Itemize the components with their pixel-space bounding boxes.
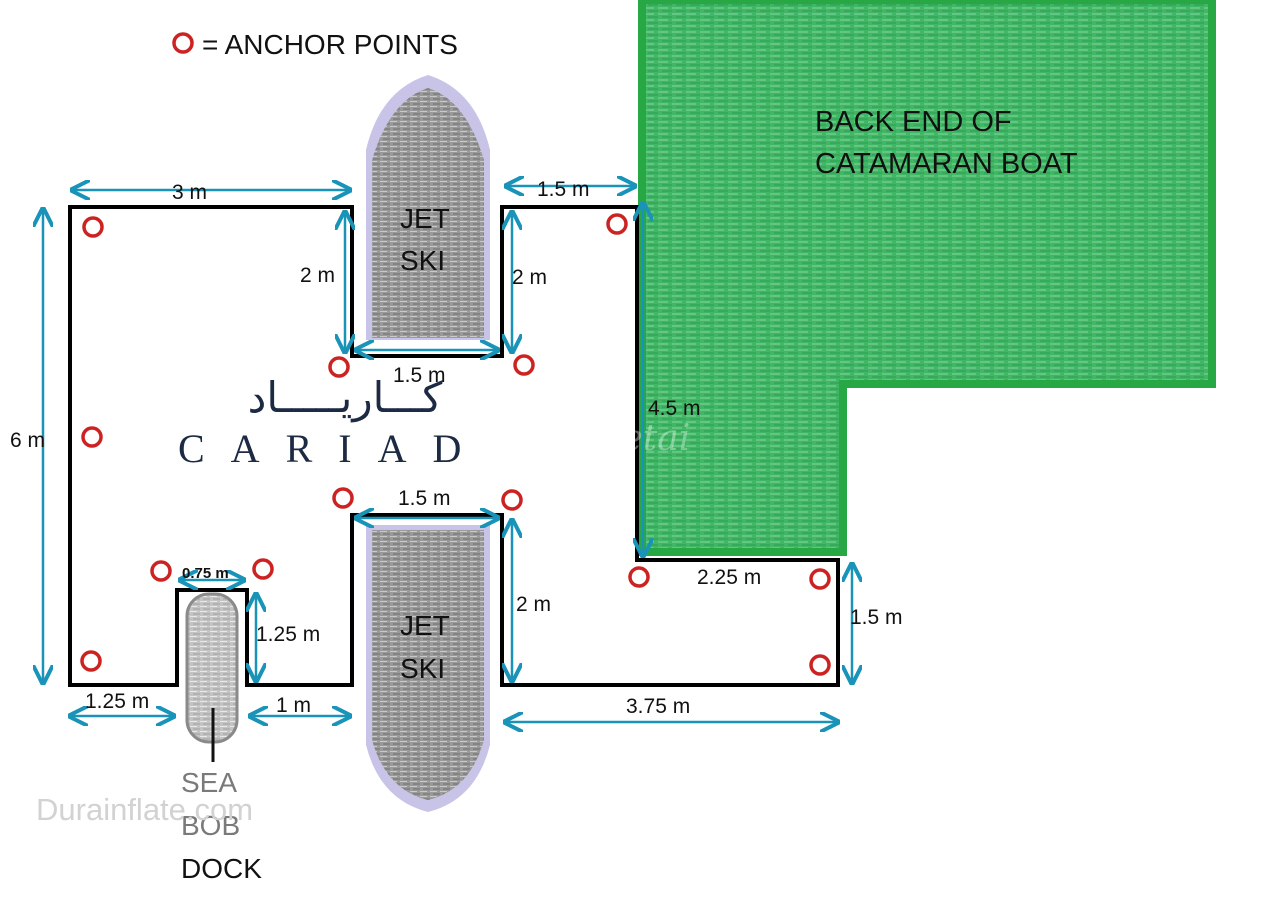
dim-top-mid-gap: 1.5 m bbox=[537, 178, 590, 201]
jetski-top-label-line2: SKI bbox=[400, 245, 445, 276]
jetski-top: JET SKI bbox=[366, 75, 490, 340]
dim-boat-edge-height: 4.5 m bbox=[648, 397, 701, 420]
dock-outline bbox=[68, 205, 840, 687]
cariad-brand: كـــاريـــــاد CARIAD bbox=[178, 373, 487, 471]
anchor-point bbox=[501, 489, 523, 511]
catamaran-boat: BACK END OF CATAMARAN BOAT bbox=[638, 0, 1216, 556]
seabob-label-line2: BOB bbox=[181, 810, 240, 841]
anchor-point bbox=[150, 560, 172, 582]
dim-lower-notch-height: 2 m bbox=[516, 593, 551, 616]
dim-bottom-left-width: 1.25 m bbox=[85, 690, 149, 713]
faint-watermark: Netai bbox=[589, 418, 690, 459]
anchor-point bbox=[513, 354, 535, 376]
dimension-labels: 3 m 1.5 m 6 m 2 m 2 m 1.5 m 4.5 m 1.5 m … bbox=[10, 178, 903, 718]
anchor-point bbox=[332, 487, 354, 509]
dim-bottom-mid-width: 1 m bbox=[276, 694, 311, 717]
brand-latin: CARIAD bbox=[178, 426, 487, 471]
anchor-point bbox=[252, 558, 274, 580]
seabob-label-line1: SEA bbox=[181, 767, 237, 798]
dim-bottom-right-width: 3.75 m bbox=[626, 695, 690, 718]
durainflate-watermark: Durainflate.com bbox=[36, 792, 253, 827]
brand-arabic: كـــاريـــــاد bbox=[248, 373, 443, 422]
legend-anchor-icon bbox=[172, 32, 194, 54]
jetski-top-label-line1: JET bbox=[400, 203, 450, 234]
dim-seabob-width: 0.75 m bbox=[182, 565, 229, 582]
seabob-dock: SEA BOB DOCK bbox=[181, 592, 262, 884]
legend-label: = ANCHOR POINTS bbox=[202, 29, 458, 60]
anchor-point bbox=[80, 650, 102, 672]
dim-top-left-width: 3 m bbox=[172, 181, 207, 204]
anchor-point bbox=[628, 566, 650, 588]
anchor-point bbox=[606, 213, 628, 235]
dim-right-step-height: 1.5 m bbox=[850, 606, 903, 629]
dim-left-height: 6 m bbox=[10, 429, 45, 452]
dim-notch-right-height: 2 m bbox=[512, 266, 547, 289]
anchor-point bbox=[809, 568, 831, 590]
dimension-arrows bbox=[43, 186, 852, 722]
dim-right-step-width: 2.25 m bbox=[697, 566, 761, 589]
boat-label-line2: CATAMARAN BOAT bbox=[815, 148, 1078, 180]
anchor-point bbox=[809, 654, 831, 676]
anchor-points bbox=[80, 213, 831, 676]
dim-lower-notch-width: 1.5 m bbox=[398, 487, 451, 510]
jetski-bottom-label-line2: SKI bbox=[400, 653, 445, 684]
boat-label-line1: BACK END OF bbox=[815, 106, 1012, 138]
jetski-bottom: JET SKI bbox=[366, 525, 490, 812]
dim-notch-left-height: 2 m bbox=[300, 264, 335, 287]
legend: = ANCHOR POINTS bbox=[172, 29, 458, 60]
dim-notch-bottom-width: 1.5 m bbox=[393, 364, 446, 387]
dim-seabob-height: 1.25 m bbox=[256, 623, 320, 646]
anchor-point bbox=[82, 216, 104, 238]
anchor-point bbox=[81, 426, 103, 448]
jetski-bottom-label-line1: JET bbox=[400, 610, 450, 641]
seabob-label-line3: DOCK bbox=[181, 853, 262, 884]
anchor-point bbox=[328, 356, 350, 378]
